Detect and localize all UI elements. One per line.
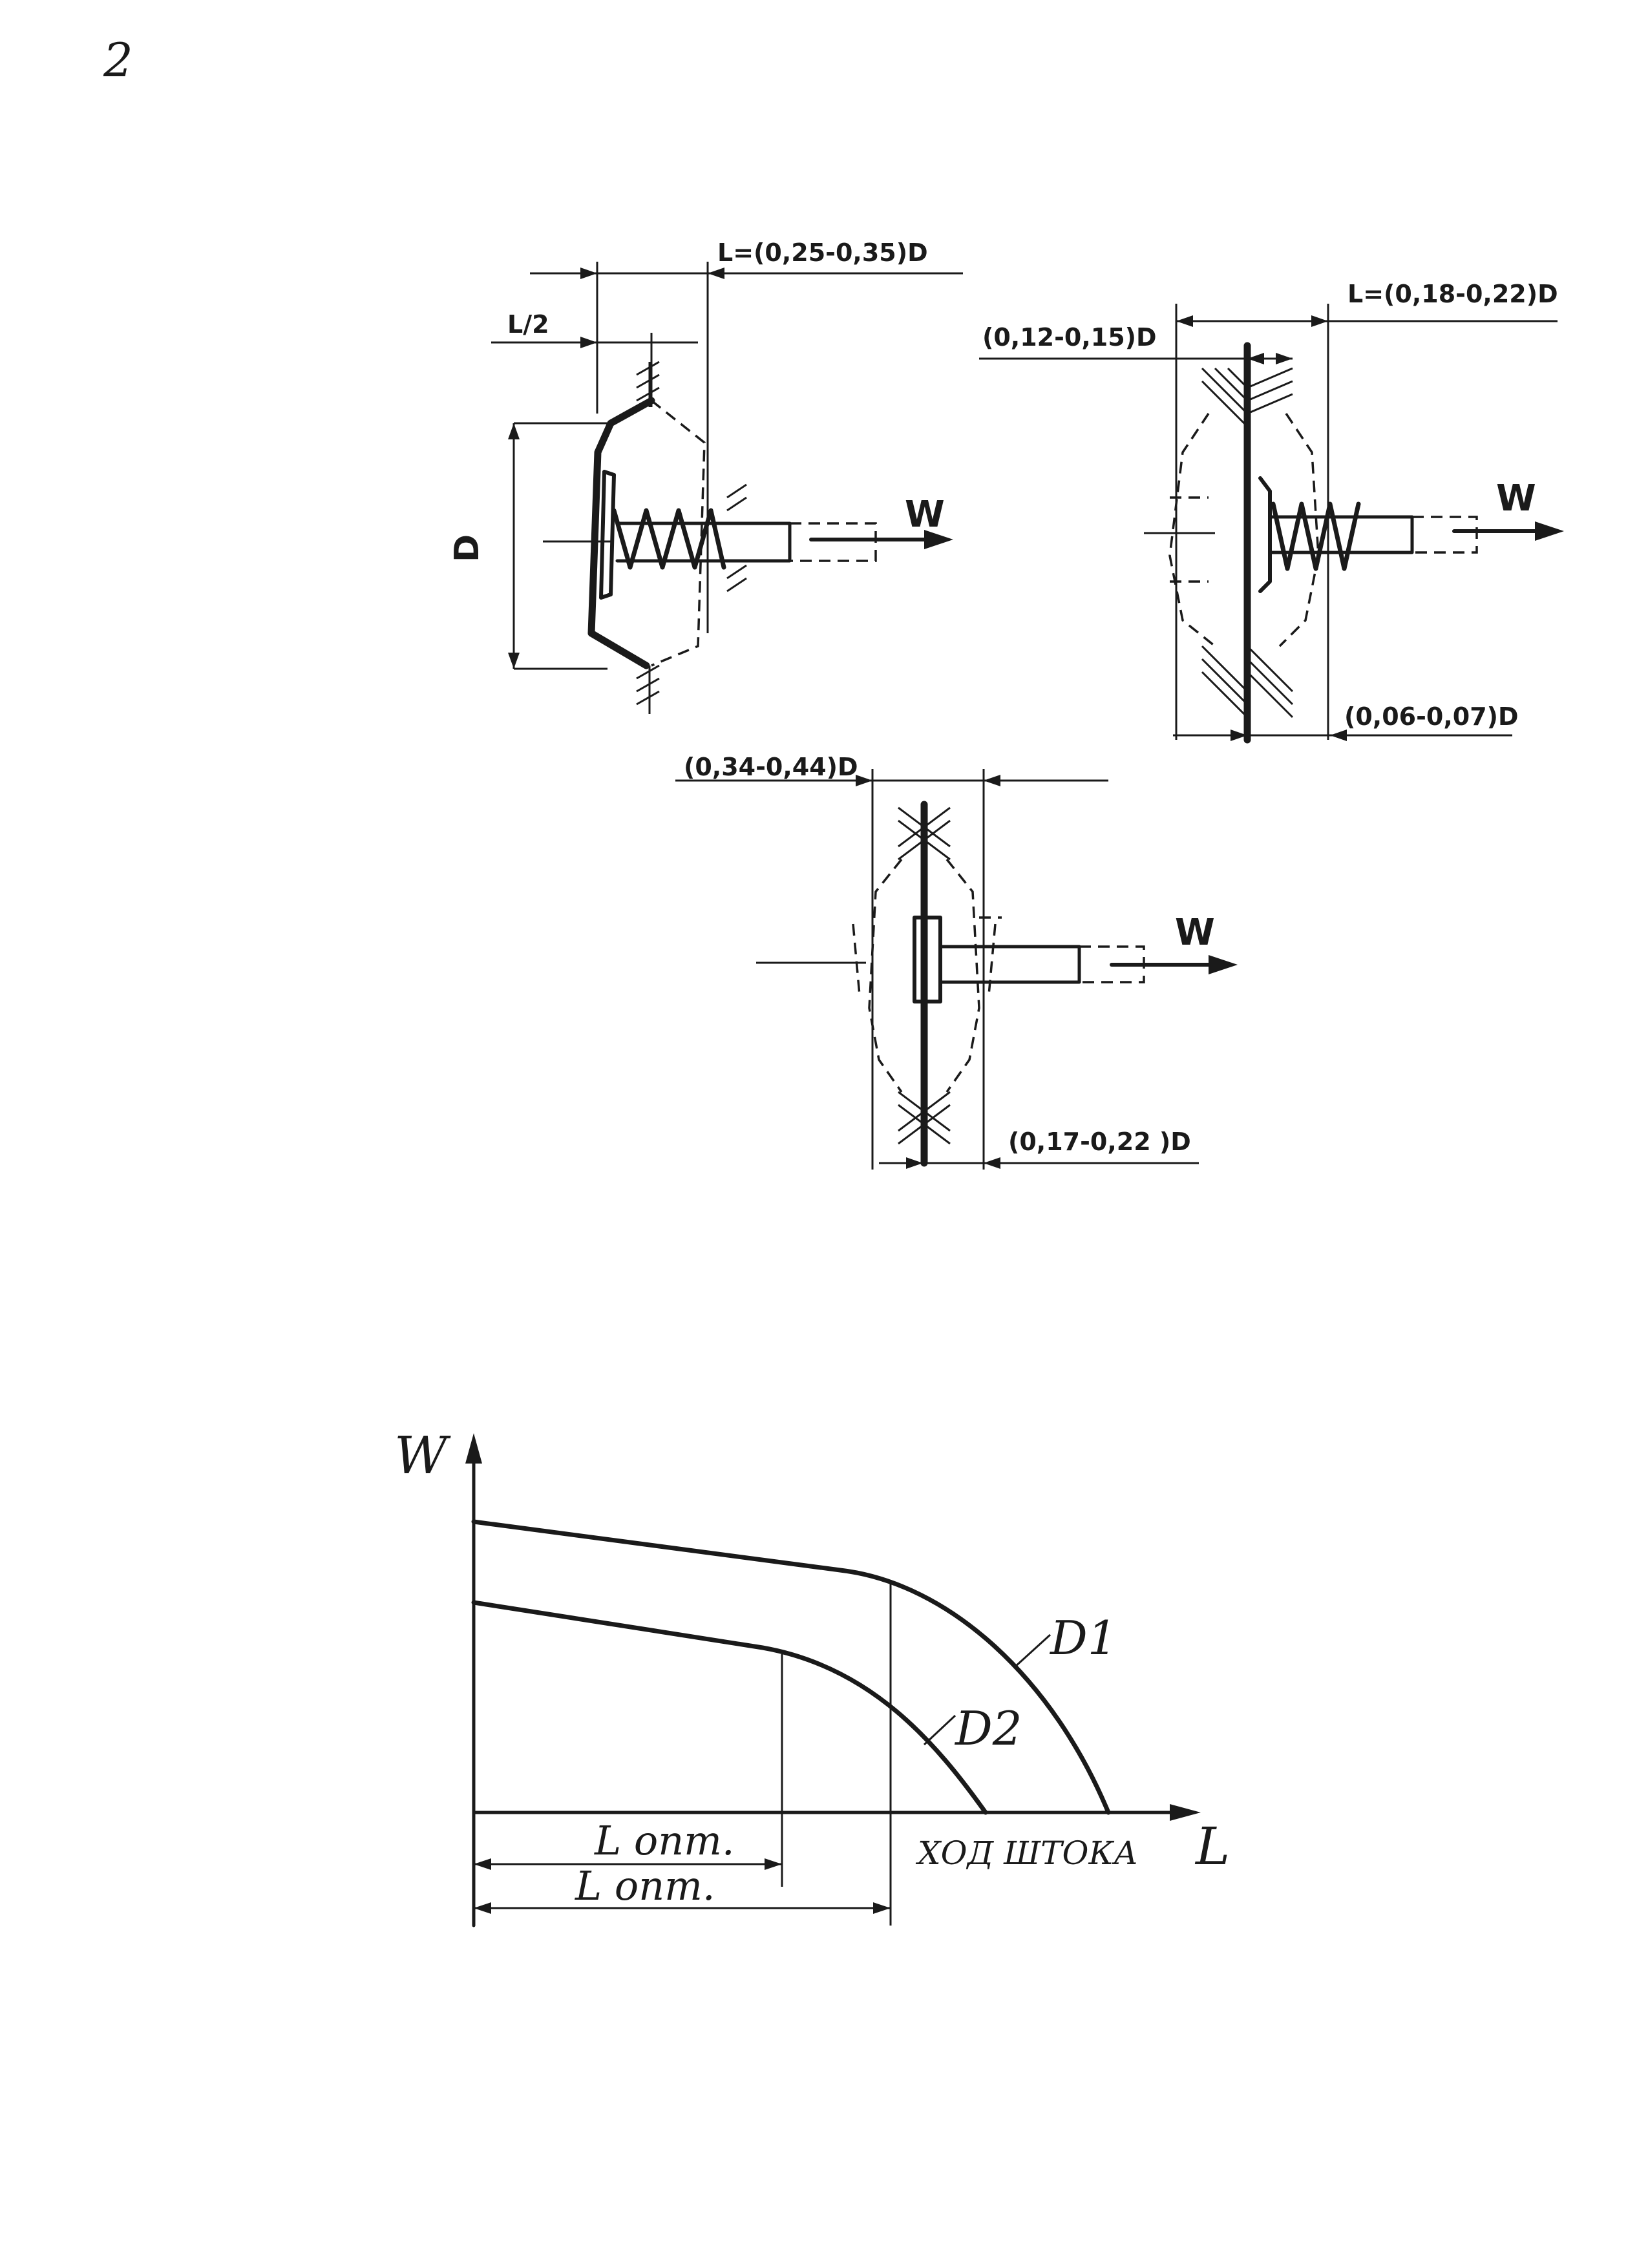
dimension-label-c-left: (0,34-0,44)D xyxy=(684,753,858,781)
dimension-label-a-total: L=(0,25-0,35)D xyxy=(717,238,928,267)
diaphragm-figure-a: L=(0,25-0,35)D L/2 D xyxy=(448,238,963,714)
optimum-label-2: L опт. xyxy=(575,1862,715,1909)
series-label-d1: D1 xyxy=(1049,1611,1117,1665)
y-axis-label: W xyxy=(394,1425,451,1486)
force-stroke-graph: W L ХОД ШТОКА D1 D2 L опт. L опт. xyxy=(394,1425,1230,1927)
x-axis-label: L xyxy=(1194,1816,1230,1876)
diameter-label: D xyxy=(448,534,487,562)
dimension-label-b-total: L=(0,18-0,22)D xyxy=(1347,280,1558,308)
x-axis-caption: ХОД ШТОКА xyxy=(915,1834,1138,1872)
curve-d2 xyxy=(471,1600,988,1815)
series-label-d2: D2 xyxy=(954,1701,1022,1756)
force-label-c: W xyxy=(1175,912,1215,954)
dimension-label-a-half: L/2 xyxy=(507,310,549,339)
dimension-label-b-left: (0,12-0,15)D xyxy=(982,323,1157,352)
curve-d1 xyxy=(471,1519,1111,1815)
force-label-b: W xyxy=(1496,478,1536,520)
dimension-label-c-right: (0,17-0,22 )D xyxy=(1008,1128,1191,1156)
page-number: 2 xyxy=(103,33,133,87)
series-label-d2-text: D2 xyxy=(954,1701,1022,1756)
dimension-label-b-right: (0,06-0,07)D xyxy=(1344,702,1519,731)
diaphragm-figure-b: L=(0,18-0,22)D (0,12-0,15)D (0,06-0,07)D xyxy=(979,280,1564,744)
diaphragm-figure-c: (0,34-0,44)D (0,17-0,22 )D W xyxy=(675,753,1238,1170)
optimum-label-1: L опт. xyxy=(594,1817,735,1864)
series-label-d1-text: D1 xyxy=(1049,1611,1117,1665)
force-label-a: W xyxy=(905,494,945,536)
